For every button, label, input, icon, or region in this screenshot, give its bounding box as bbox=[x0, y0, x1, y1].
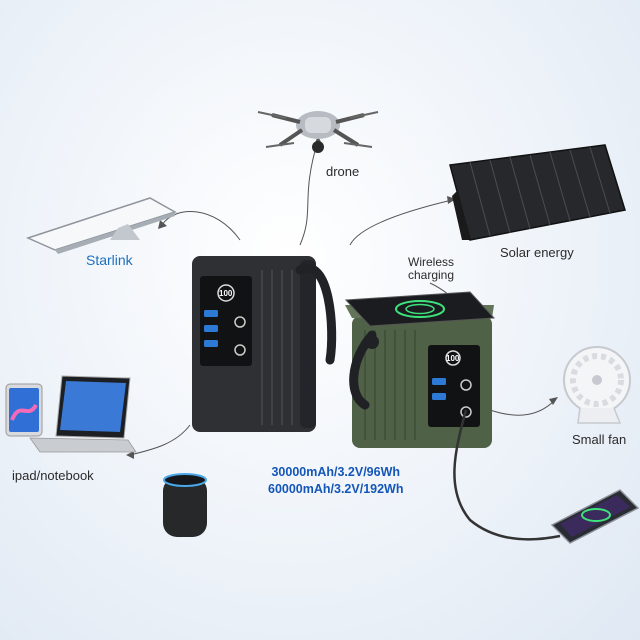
arrow-solar bbox=[349, 199, 453, 246]
tablet-laptop-illustration bbox=[5, 375, 137, 453]
speaker-illustration bbox=[163, 473, 207, 537]
arrow-drone bbox=[299, 139, 319, 246]
solar-panel-illustration bbox=[449, 144, 626, 241]
label-starlink: Starlink bbox=[86, 252, 133, 268]
label-notebook: ipad/notebook bbox=[12, 468, 94, 483]
spec-line-2: 60000mAh/3.2V/192Wh bbox=[268, 482, 404, 496]
arrow-notebook bbox=[129, 424, 191, 456]
green-power-station bbox=[344, 291, 496, 448]
black-power-station bbox=[192, 256, 337, 432]
label-drone: drone bbox=[326, 164, 360, 179]
spec-line-1: 30000mAh/3.2V/96Wh bbox=[271, 465, 401, 479]
smartphone-illustration bbox=[550, 489, 640, 544]
label-wireless-charging: Wireless charging bbox=[408, 256, 454, 282]
arrow-fan bbox=[489, 399, 556, 416]
green-unit-display: 100 bbox=[446, 354, 460, 363]
label-small-fan: Small fan bbox=[572, 432, 627, 447]
label-solar-energy: Solar energy bbox=[500, 245, 574, 260]
arrow-starlink bbox=[161, 211, 241, 241]
drone-illustration bbox=[257, 111, 379, 153]
connector-arrows bbox=[129, 139, 556, 456]
small-fan-illustration bbox=[563, 346, 631, 424]
capacity-specs: 30000mAh/3.2V/96Wh 60000mAh/3.2V/192Wh bbox=[268, 464, 404, 498]
charging-cable bbox=[453, 409, 561, 541]
black-unit-display: 100 bbox=[219, 289, 233, 298]
label-wireless-line1: Wireless bbox=[408, 255, 455, 269]
label-wireless-line2: charging bbox=[408, 268, 455, 282]
starlink-illustration bbox=[25, 197, 177, 254]
